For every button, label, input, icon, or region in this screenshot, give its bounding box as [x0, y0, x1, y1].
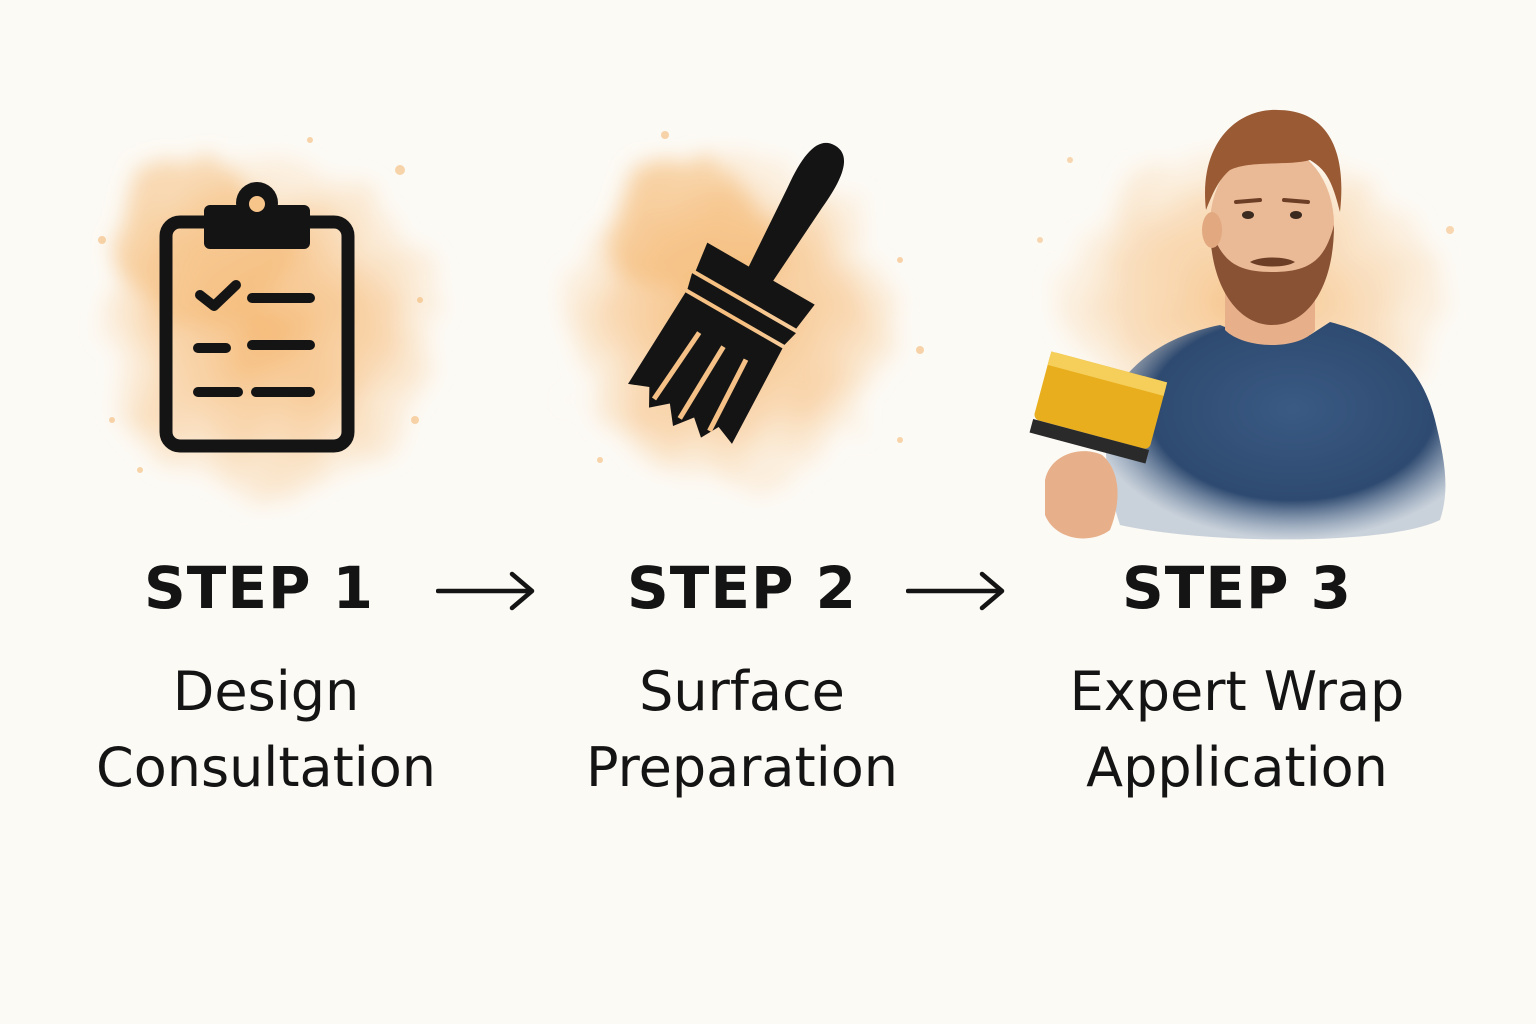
step-1-label: STEP 1: [143, 554, 374, 622]
arrow-right-icon: [906, 571, 1005, 611]
splatter-dots: [98, 137, 423, 473]
step-2-illustration: [565, 131, 924, 485]
step-1-title: Design Consultation: [26, 654, 506, 806]
clipboard-checklist-icon: [159, 182, 355, 453]
step-3-label: STEP 3: [1121, 554, 1352, 622]
paintbrush-icon: [628, 142, 844, 444]
step-2-title-line1: Surface: [639, 660, 845, 723]
splatter-dots: [1037, 157, 1454, 243]
step-1-illustration: [98, 137, 435, 500]
step-1-title-line2: Consultation: [95, 736, 437, 799]
arrow-right-icon: [436, 571, 535, 611]
installer-face: [1210, 145, 1334, 305]
installer-shirt: [1105, 322, 1446, 540]
step-2-title: Surface Preparation: [502, 654, 982, 806]
installer-hair: [1205, 109, 1342, 212]
splatter-dots: [597, 131, 924, 463]
step-2-title-line2: Preparation: [586, 736, 898, 799]
step-1-title-line1: Design: [172, 660, 360, 723]
installer-hand: [1045, 451, 1118, 539]
step-3-title: Expert Wrap Application: [997, 654, 1477, 806]
squeegee-icon: [1029, 351, 1168, 464]
installer-with-squeegee-illustration: [1029, 109, 1454, 540]
step-3-title-line1: Expert Wrap: [1069, 660, 1405, 723]
step-3-title-line2: Application: [1086, 736, 1388, 799]
step-2-label: STEP 2: [626, 554, 857, 622]
